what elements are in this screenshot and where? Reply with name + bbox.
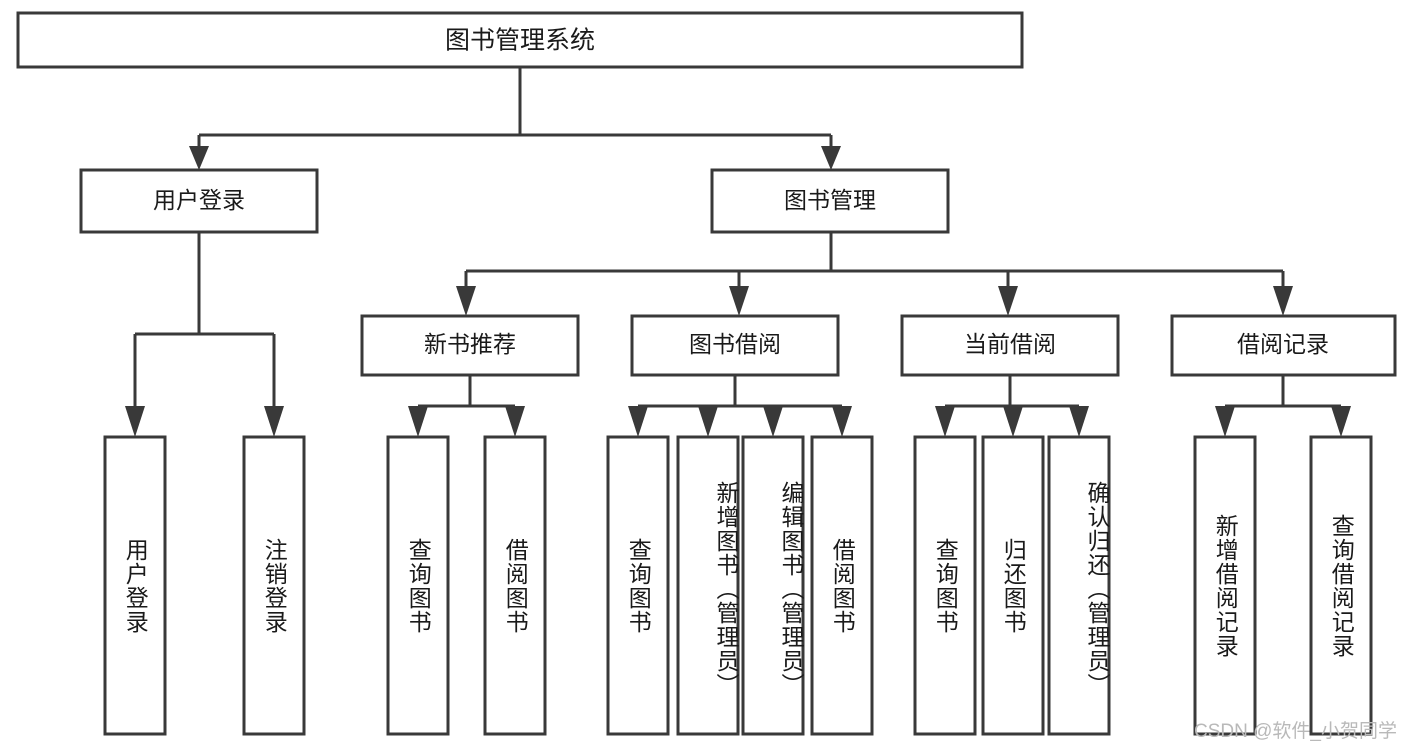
leaf-box-edit-book-admin[interactable] — [741, 435, 805, 736]
leaf-nodes-group — [103, 435, 1373, 736]
arrowhead-icon — [264, 406, 284, 437]
node-current-borrow-label: 当前借阅 — [964, 331, 1056, 357]
leaf-box-query-borrow-record[interactable] — [1309, 435, 1373, 736]
arrowhead-icon — [505, 406, 525, 437]
connector-newbooks-to-leaves — [408, 375, 525, 437]
node-current-borrow[interactable]: 当前借阅 — [900, 314, 1120, 377]
connector-userlogin-to-leaves — [125, 232, 284, 437]
arrowhead-icon — [935, 406, 955, 437]
arrowhead-icon — [832, 406, 852, 437]
leaf-box-confirm-return-admin[interactable] — [1047, 435, 1111, 736]
arrowhead-icon — [729, 286, 749, 316]
arrowhead-icon — [821, 146, 841, 170]
leaf-box-query-books-current[interactable] — [913, 435, 977, 736]
node-user-login[interactable]: 用户登录 — [79, 168, 319, 234]
node-root[interactable]: 图书管理系统 — [16, 11, 1024, 69]
node-book-borrow-box[interactable] — [630, 314, 840, 377]
arrowhead-icon — [1331, 406, 1351, 437]
watermark: CSDN @软件_小贺同学 — [1194, 721, 1397, 742]
node-root-box[interactable] — [16, 11, 1024, 69]
leaf-box-add-borrow-record[interactable] — [1193, 435, 1257, 736]
node-borrow-records-label: 借阅记录 — [1237, 331, 1329, 357]
node-new-book-recommend-box[interactable] — [360, 314, 580, 377]
node-borrow-records[interactable]: 借阅记录 — [1170, 314, 1397, 377]
connector-current-to-leaves — [935, 375, 1089, 437]
connector-bookmgmt-to-level3 — [456, 232, 1293, 316]
leaf-box-return-book[interactable] — [981, 435, 1045, 736]
node-user-login-label: 用户登录 — [153, 187, 245, 213]
arrowhead-icon — [125, 406, 145, 437]
arrowhead-icon — [998, 286, 1018, 316]
leaf-box-query-books-borrow[interactable] — [606, 435, 670, 736]
arrowhead-icon — [1069, 406, 1089, 437]
node-book-management-box[interactable] — [710, 168, 950, 234]
node-new-book-recommend-label: 新书推荐 — [424, 331, 516, 357]
arrowhead-icon — [1273, 286, 1293, 316]
node-root-label: 图书管理系统 — [445, 27, 595, 55]
arrowhead-icon — [189, 146, 209, 170]
node-current-borrow-box[interactable] — [900, 314, 1120, 377]
connector-root-to-level2 — [189, 67, 841, 170]
leaf-box-logout[interactable] — [242, 435, 306, 736]
arrowhead-icon — [456, 286, 476, 316]
connector-borrow-to-leaves — [628, 375, 852, 437]
node-book-borrow-label: 图书借阅 — [689, 331, 781, 357]
leaf-box-borrow-book[interactable] — [810, 435, 874, 736]
leaf-box-borrow-books-new[interactable] — [483, 435, 547, 736]
node-book-borrow[interactable]: 图书借阅 — [630, 314, 840, 377]
node-book-management-label: 图书管理 — [784, 187, 876, 213]
arrowhead-icon — [628, 406, 648, 437]
node-book-management[interactable]: 图书管理 — [710, 168, 950, 234]
node-borrow-records-box[interactable] — [1170, 314, 1397, 377]
arrowhead-icon — [763, 406, 783, 437]
arrowhead-icon — [1003, 406, 1023, 437]
node-new-book-recommend[interactable]: 新书推荐 — [360, 314, 580, 377]
arrowhead-icon — [698, 406, 718, 437]
connector-records-to-leaves — [1215, 375, 1351, 437]
node-user-login-box[interactable] — [79, 168, 319, 234]
leaf-box-add-book-admin[interactable] — [676, 435, 740, 736]
arrowhead-icon — [1215, 406, 1235, 437]
leaf-box-user-login[interactable] — [103, 435, 167, 736]
leaf-box-query-books-new[interactable] — [386, 435, 450, 736]
arrowhead-icon — [408, 406, 428, 437]
